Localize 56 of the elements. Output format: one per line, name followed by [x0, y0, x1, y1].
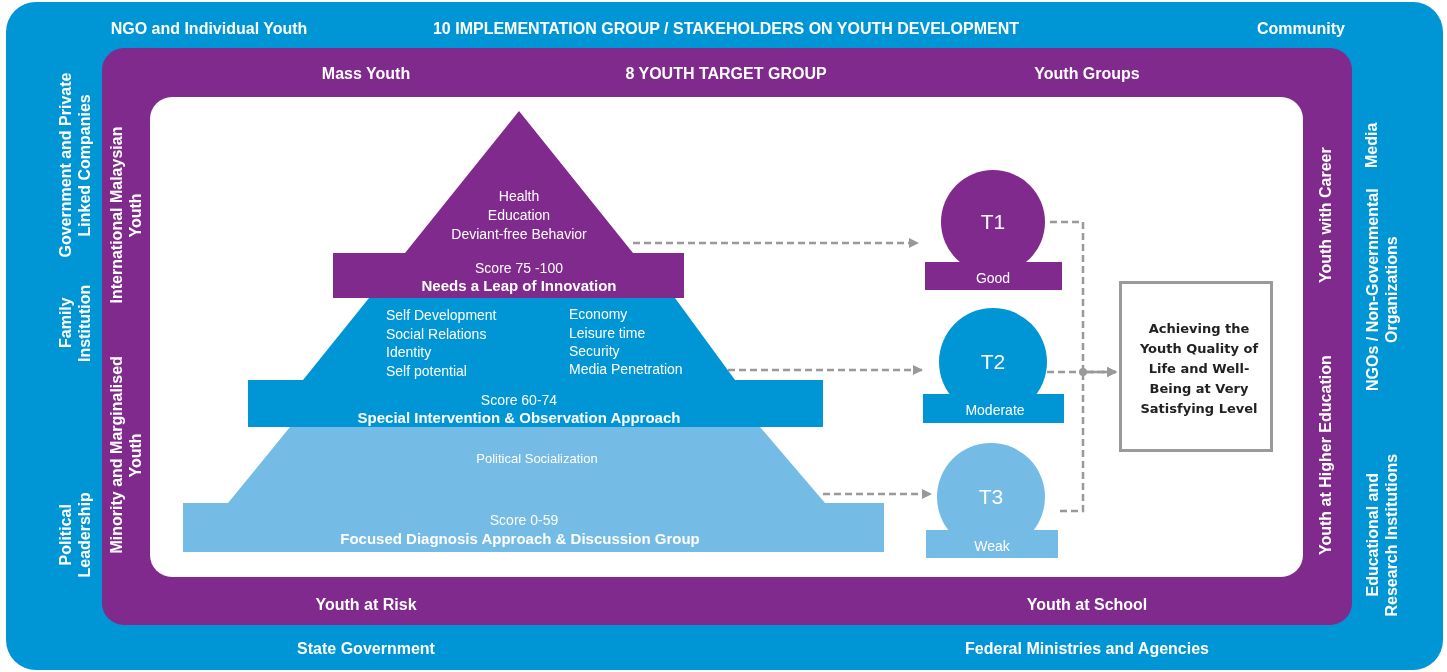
- level-code: T2: [980, 350, 1006, 374]
- tier-item: Deviant-free Behavior: [451, 225, 587, 243]
- stakeholder-label: Federal Ministries and Agencies: [965, 638, 1209, 658]
- target-group-band: [102, 48, 1352, 625]
- score-range: Score 0-59: [489, 511, 559, 529]
- tier-item: Social Relations: [386, 325, 487, 343]
- tier-item: Education: [487, 206, 551, 224]
- stakeholder-label: Family Institution: [56, 283, 94, 364]
- target-group-label: Mass Youth: [321, 63, 411, 83]
- score-range: Score 75 -100: [475, 259, 563, 277]
- tier-item: Political Socialization: [476, 449, 598, 467]
- stakeholder-band: [6, 2, 1443, 670]
- pyramid-tier: [248, 298, 823, 427]
- target-group-label: Minority and Marginalised Youth: [107, 355, 145, 556]
- tier-item: Self Development: [386, 306, 497, 324]
- dashed-arrow: [728, 365, 923, 375]
- target-group-label: International Malaysian Youth: [107, 125, 145, 306]
- target-group-label: Youth at Risk: [315, 594, 417, 614]
- level-name: Good: [975, 269, 1011, 287]
- goal-text: Achieving the Youth Quality of Life and Well-Being at Very Satisfying Level: [1138, 320, 1260, 418]
- stakeholder-label: NGO and Individual Youth: [110, 18, 308, 38]
- stakeholder-label: State Government: [297, 638, 435, 658]
- approach-title: Needs a Leap of Innovation: [421, 276, 617, 294]
- level-code: T1: [980, 210, 1006, 234]
- tier-item: Self potential: [386, 362, 467, 380]
- pyramid-tier: [183, 427, 884, 552]
- target-group-label: Youth at School: [1026, 594, 1148, 614]
- stakeholder-label: NGOs / Non-Governmental Organizations: [1363, 187, 1401, 394]
- approach-title: Focused Diagnosis Approach & Discussion Group: [340, 529, 700, 547]
- dashed-arrow: [633, 238, 919, 248]
- goal-box: [1119, 281, 1273, 452]
- pyramid-tier: [333, 111, 684, 298]
- dashed-arrow: [1060, 367, 1117, 513]
- dashed-arrow: [823, 489, 932, 499]
- band-heading: 8 YOUTH TARGET GROUP: [625, 63, 827, 83]
- tier-item: Economy: [569, 305, 628, 323]
- tier-item: Leisure time: [569, 324, 646, 342]
- level-name: Weak: [974, 537, 1010, 555]
- target-group-label: Youth Groups: [1034, 63, 1140, 83]
- stakeholder-label: Government and Private Linked Companies: [56, 71, 94, 260]
- level-code: T3: [978, 485, 1004, 509]
- level-name: Moderate: [965, 401, 1025, 419]
- tier-item: Security: [569, 342, 620, 360]
- stakeholder-label: Educational and Research Institutions: [1363, 452, 1401, 619]
- tier-item: Identity: [386, 343, 432, 361]
- band-heading: 10 IMPLEMENTATION GROUP / STAKEHOLDERS ON YOUTH DEVELOPMENT: [432, 18, 1020, 38]
- stakeholder-label: Political Leadership: [56, 491, 94, 580]
- tier-item: Health: [498, 187, 540, 205]
- score-range: Score 60-74: [480, 391, 558, 409]
- approach-title: Special Intervention & Observation Approach: [357, 408, 681, 426]
- stakeholder-label: Community: [1257, 18, 1345, 38]
- target-group-label: Youth at Higher Education: [1315, 354, 1335, 557]
- tier-item: Media Penetration: [569, 360, 683, 378]
- level-badge: [926, 445, 1058, 558]
- level-badge: [925, 170, 1062, 290]
- level-badge: [923, 310, 1064, 423]
